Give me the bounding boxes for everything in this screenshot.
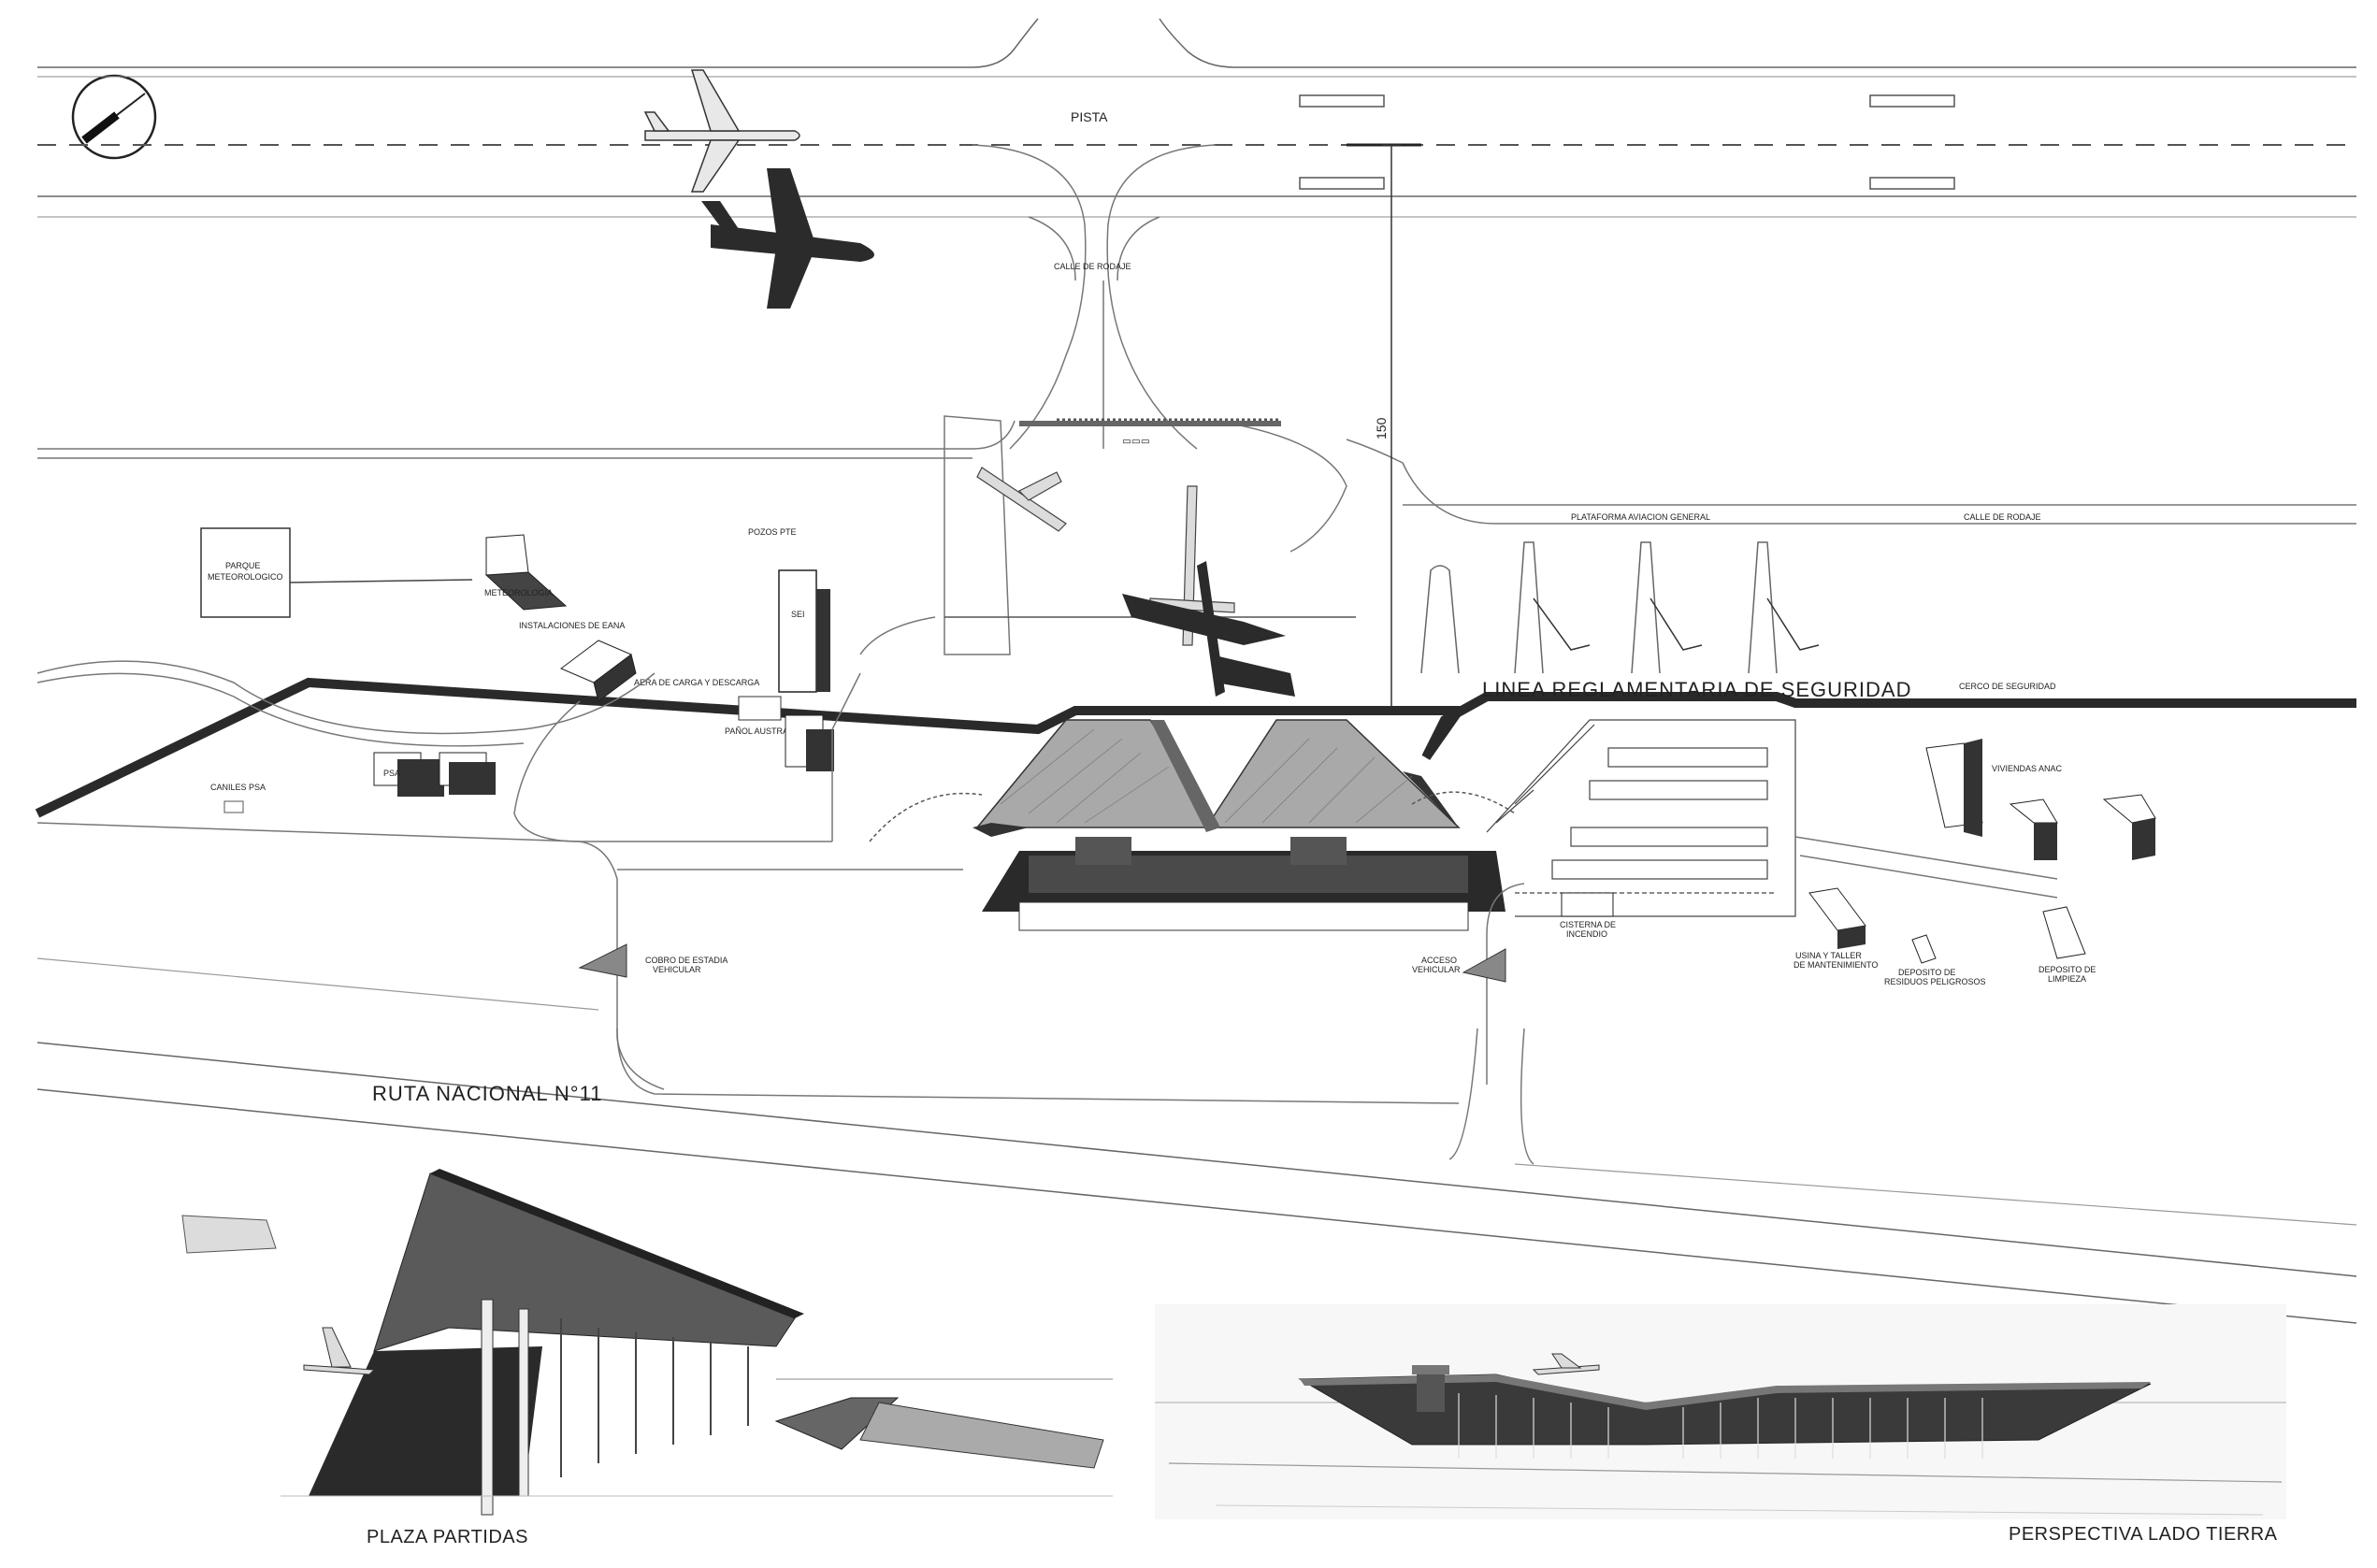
usina-label-2: DE MANTENIMIENTO	[1794, 960, 1878, 970]
general-aviation-stands	[1420, 541, 1820, 674]
taxiway-label: CALLE DE RODAJE	[1054, 262, 1131, 271]
cistern-label-2: INCENDIO	[1566, 929, 1607, 939]
fence-label: CERCO DE SEGURIDAD	[1959, 682, 2056, 691]
maintenance-buildings: USINA Y TALLER DE MANTENIMIENTO DEPOSITO…	[1794, 887, 2096, 986]
docked-aircraft	[976, 467, 1235, 646]
security-line: LINEA REGLAMENTARIA DE SEGURIDAD CERCO D…	[35, 677, 2356, 818]
facade-mullions	[1458, 1393, 1983, 1459]
waste-label-2: RESIDUOS PELIGROSOS	[1884, 977, 1986, 986]
vehicle-access-label-1: ACCESO	[1421, 956, 1457, 965]
dimension-label: 150	[1374, 417, 1389, 439]
store-label: PAÑOL AUSTRAL	[725, 726, 793, 736]
cistern-label-1: CISTERNA DE	[1560, 920, 1616, 929]
weather-park-label-1: PARQUE	[225, 561, 260, 570]
weather-park	[200, 527, 291, 618]
roof-grid	[1000, 728, 1413, 824]
housing-label: VIVIENDAS ANAC	[1992, 764, 2063, 773]
plaza-airplane-icon	[303, 1327, 376, 1375]
psa-label: PSA	[383, 769, 400, 778]
runway: PISTA	[37, 18, 2356, 218]
usina-label-1: USINA Y TALLER	[1795, 951, 1862, 960]
runway-label: PISTA	[1071, 109, 1108, 124]
terminal-building	[972, 719, 1505, 931]
kennels-label: CANILES PSA	[210, 783, 266, 792]
dimension-150: 150	[1374, 144, 1401, 713]
north-arrow-icon	[71, 74, 157, 160]
parking-fee-label-2: VEHICULAR	[653, 965, 701, 974]
vehicle-gates: COBRO DE ESTADIA VEHICULAR ACCESO VEHICU…	[578, 943, 1506, 983]
waste-label-1: DEPOSITO DE	[1898, 968, 1955, 977]
fire-station-label: SEI	[791, 610, 805, 619]
taxiway-label-2: CALLE DE RODAJE	[1964, 512, 2041, 522]
general-aviation-apron-label: PLATAFORMA AVIACION GENERAL	[1571, 512, 1710, 522]
eana-label: INSTALACIONES DE EANA	[519, 621, 625, 630]
wells-label: POZOS PTE	[748, 527, 797, 537]
vehicle-access-label-2: VEHICULAR	[1412, 965, 1461, 974]
security-line-label: LINEA REGLAMENTARIA DE SEGURIDAD	[1482, 678, 1911, 701]
landside-caption: PERSPECTIVA LADO TIERRA	[2009, 1524, 2278, 1545]
parking-area	[1486, 719, 1796, 917]
docked-aircraft-shadow	[1122, 561, 1295, 697]
parking-fee-label-1: COBRO DE ESTADIA	[645, 956, 728, 965]
support-buildings: PARQUE METEOROLOGICO METEOROLOGIA INSTAL…	[200, 527, 834, 813]
access-roads	[36, 616, 936, 1090]
airplane-icon	[643, 69, 800, 193]
fire-cistern: CISTERNA DE INCENDIO	[1560, 892, 1616, 939]
cleaning-label-1: DEPOSITO DE	[2038, 965, 2096, 974]
national-route: RUTA NACIONAL N°11	[36, 957, 2357, 1324]
perspective-lado-tierra: PERSPECTIVA LADO TIERRA	[1155, 1304, 2286, 1545]
taxiway: CALLE DE RODAJE CALLE DE RODAJE PLATAFOR…	[37, 144, 2356, 525]
cleaning-label-2: LIMPIEZA	[2048, 974, 2086, 984]
plaza-caption: PLAZA PARTIDAS	[367, 1527, 528, 1547]
pedestrian-curves	[869, 791, 1516, 842]
landside-airplane-icon	[1532, 1353, 1600, 1375]
meteorology-label: METEOROLOGIA	[484, 588, 553, 597]
perspective-plaza-partidas: PLAZA PARTIDAS	[181, 1169, 1113, 1547]
svg-text:▭▭▭: ▭▭▭	[1122, 436, 1150, 447]
cargo-area-label: AERA DE CARGA Y DESCARGA	[634, 678, 759, 687]
forecourt	[616, 869, 1534, 1165]
anac-housing: VIVIENDAS ANAC	[1794, 739, 2156, 899]
airplane-shadow-icon	[701, 168, 874, 309]
route-label: RUTA NACIONAL N°11	[372, 1082, 602, 1105]
weather-park-label-2: METEOROLOGICO	[208, 572, 283, 582]
